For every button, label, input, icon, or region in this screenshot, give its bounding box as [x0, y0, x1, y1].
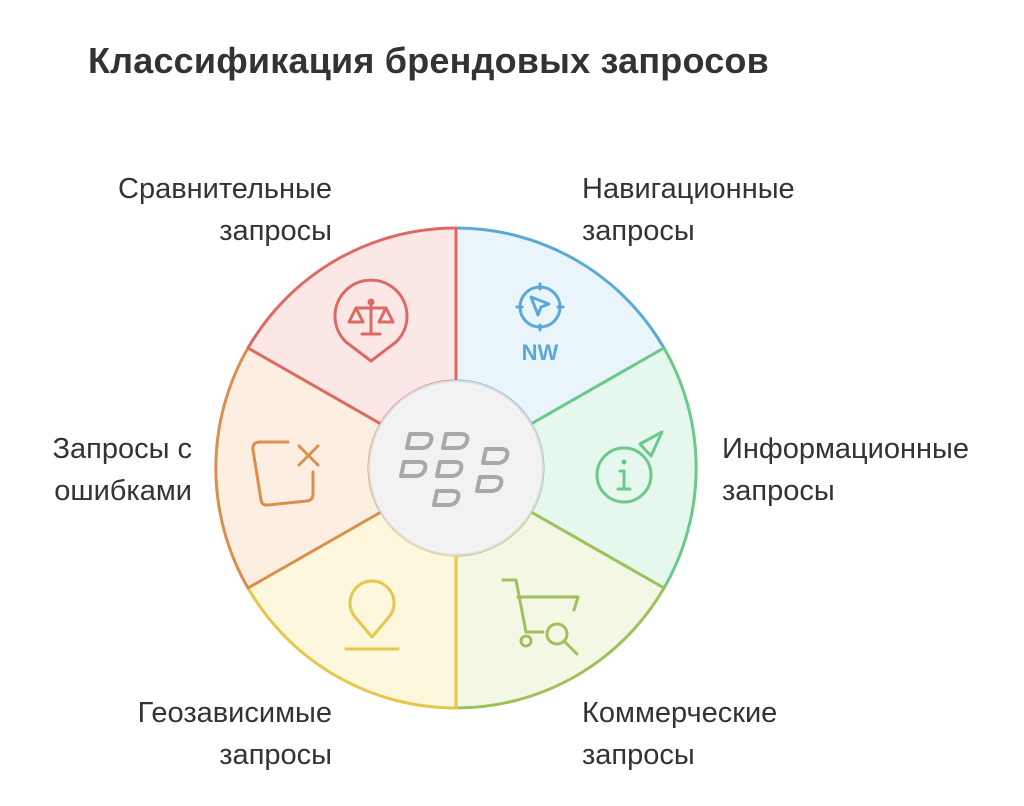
label-errors-line1: Запросы с — [52, 433, 192, 465]
label-comparative: Сравнительные запросы — [118, 168, 332, 252]
label-commercial-line2: запросы — [582, 739, 695, 771]
scales-pin-icon — [333, 278, 409, 363]
label-errors-line2: ошибками — [54, 475, 192, 507]
label-navigational-line2: запросы — [582, 215, 695, 247]
label-errors: Запросы с ошибками — [52, 428, 192, 512]
label-navigational-line1: Навигационные — [582, 173, 795, 205]
blackberry-logo-icon — [399, 432, 510, 507]
compass-icon — [515, 282, 565, 332]
label-comparative-line1: Сравнительные — [118, 173, 332, 205]
page-title: Классификация брендовых запросов — [88, 40, 769, 81]
cart-search-icon — [501, 578, 580, 656]
label-informational: Информационные запросы — [722, 428, 969, 512]
info-icon-dot — [621, 459, 627, 465]
compass-label: NW — [522, 340, 559, 365]
location-pin-icon — [344, 579, 400, 651]
label-comparative-line2: запросы — [219, 215, 332, 247]
info-icon — [595, 430, 664, 504]
center-circle — [368, 380, 544, 556]
error-box-icon — [251, 440, 320, 507]
label-geo-line2: запросы — [219, 739, 332, 771]
label-commercial: Коммерческие запросы — [582, 692, 777, 776]
label-informational-line1: Информационные — [722, 433, 969, 465]
label-navigational: Навигационные запросы — [582, 168, 795, 252]
label-commercial-line1: Коммерческие — [582, 697, 778, 729]
label-geo-line1: Геозависимые — [137, 697, 332, 729]
label-informational-line2: запросы — [722, 475, 835, 507]
label-geo: Геозависимые запросы — [138, 692, 332, 776]
